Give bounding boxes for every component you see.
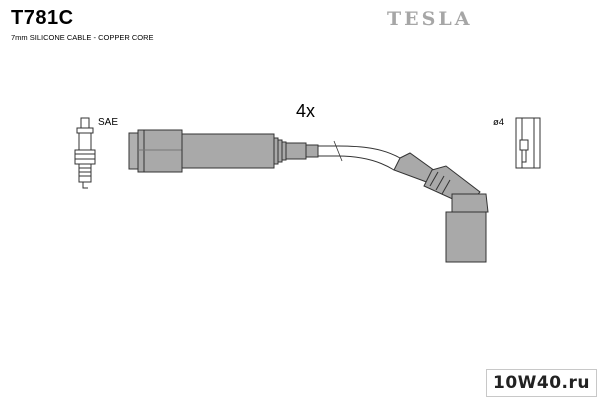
- spark-plug: [74, 117, 96, 189]
- cable: [318, 140, 401, 171]
- part-code: T781C: [11, 7, 74, 29]
- cable-description: 7mm SILICONE CABLE - COPPER CORE: [11, 33, 154, 42]
- coil-boot: [393, 152, 489, 263]
- brand-logo: TESLA: [387, 8, 473, 30]
- sae-label: SAE: [98, 117, 119, 128]
- diameter-label: ø4: [493, 117, 505, 128]
- quantity-label: 4x: [296, 101, 316, 121]
- coil-terminal: [515, 117, 541, 169]
- plug-boot: [128, 129, 319, 173]
- watermark-text: 10W40.ru: [492, 373, 590, 393]
- watermark: 10W40.ru: [485, 369, 597, 397]
